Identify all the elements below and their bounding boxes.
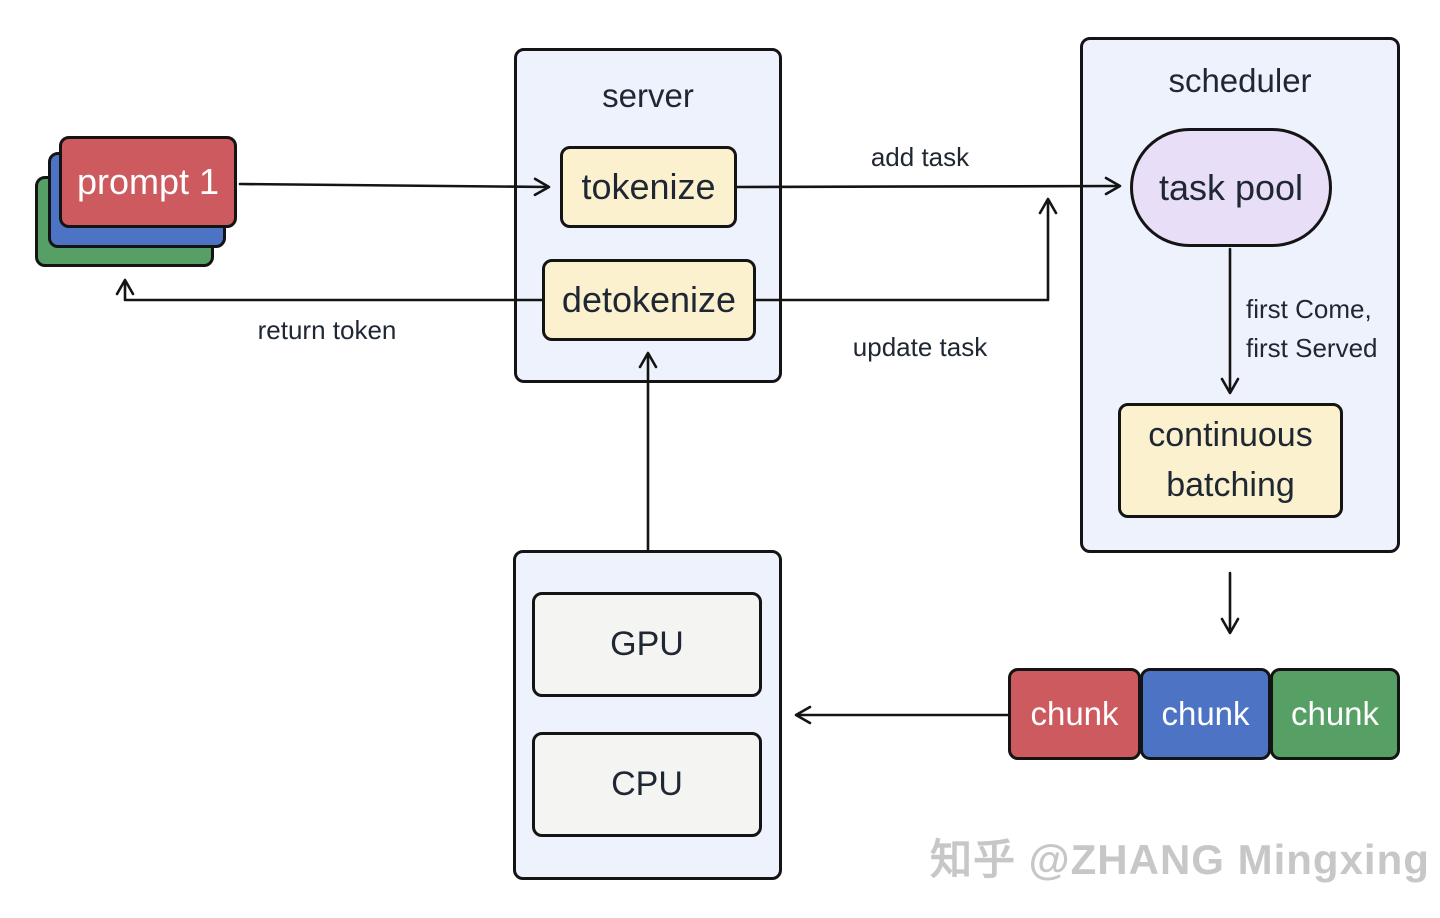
- tokenize-box: tokenize: [560, 146, 737, 228]
- gpu-box: GPU: [532, 592, 762, 697]
- chunk-green: chunk: [1270, 668, 1400, 760]
- edge-label-fcfs: first Come, first Served: [1246, 290, 1378, 368]
- cpu-box: CPU: [532, 732, 762, 837]
- chunk-label: chunk: [1030, 695, 1119, 732]
- scheduler-title: scheduler: [1168, 62, 1312, 99]
- arrow-tokenize-to-taskpool: [735, 176, 1122, 196]
- task-pool-label: task pool: [1158, 166, 1304, 208]
- detokenize-box: detokenize: [542, 259, 756, 341]
- continuous-batching-label: continuous batching: [1148, 416, 1313, 504]
- prompt-label: prompt 1: [76, 161, 220, 202]
- chunk-label: chunk: [1161, 695, 1250, 732]
- server-title: server: [602, 77, 694, 114]
- edge-label-add-task: add task: [870, 142, 970, 172]
- cpu-label: CPU: [611, 764, 683, 803]
- fcfs-line1: first Come,: [1246, 294, 1372, 324]
- arrow-return-token-to-prompt: [115, 278, 544, 302]
- edge-label-update-task: update task: [852, 332, 988, 362]
- edge-label-return-token: return token: [257, 315, 397, 345]
- task-pool-node: task pool: [1130, 128, 1332, 247]
- chunk-red: chunk: [1008, 668, 1141, 760]
- chunk-label: chunk: [1290, 695, 1380, 732]
- watermark: 知乎 @ZHANG Mingxing: [930, 836, 1430, 883]
- continuous-batching-box: continuous batching: [1118, 403, 1343, 518]
- detokenize-label: detokenize: [561, 279, 737, 321]
- fcfs-line2: first Served: [1246, 333, 1378, 363]
- tokenize-label: tokenize: [581, 166, 716, 208]
- chunk-blue: chunk: [1140, 668, 1271, 760]
- arrow-detokenize-update-task: [754, 197, 1058, 302]
- prompt-card-front: prompt 1: [59, 136, 237, 228]
- arrow-prompt-to-tokenize: [238, 177, 551, 197]
- gpu-label: GPU: [610, 624, 684, 663]
